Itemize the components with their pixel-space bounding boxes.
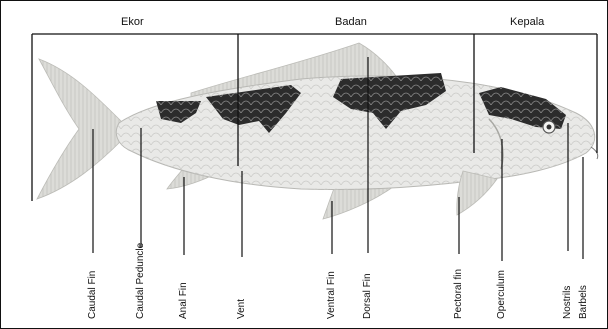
- label-nostrils: Nostrils: [562, 286, 573, 319]
- pectoral-fin-shape: [457, 171, 497, 215]
- label-anal-fin: Anal Fin: [178, 282, 189, 319]
- label-vent: Vent: [236, 299, 247, 319]
- section-label-body: Badan: [335, 16, 367, 28]
- label-caudal-fin: Caudal Fin: [87, 271, 98, 319]
- label-operculum: Operculum: [496, 270, 507, 319]
- caudal-fin-shape: [37, 59, 121, 199]
- label-caudal-peduncle: Caudal Peduncle: [135, 243, 146, 319]
- section-label-head: Kepala: [510, 16, 544, 28]
- label-dorsal-fin: Dorsal Fin: [362, 273, 373, 319]
- label-ventral-fin: Ventral Fin: [326, 271, 337, 319]
- label-pectoral-fin: Pectoral fin: [453, 269, 464, 319]
- section-label-tail: Ekor: [121, 16, 144, 28]
- label-barbels: Barbels: [578, 285, 589, 319]
